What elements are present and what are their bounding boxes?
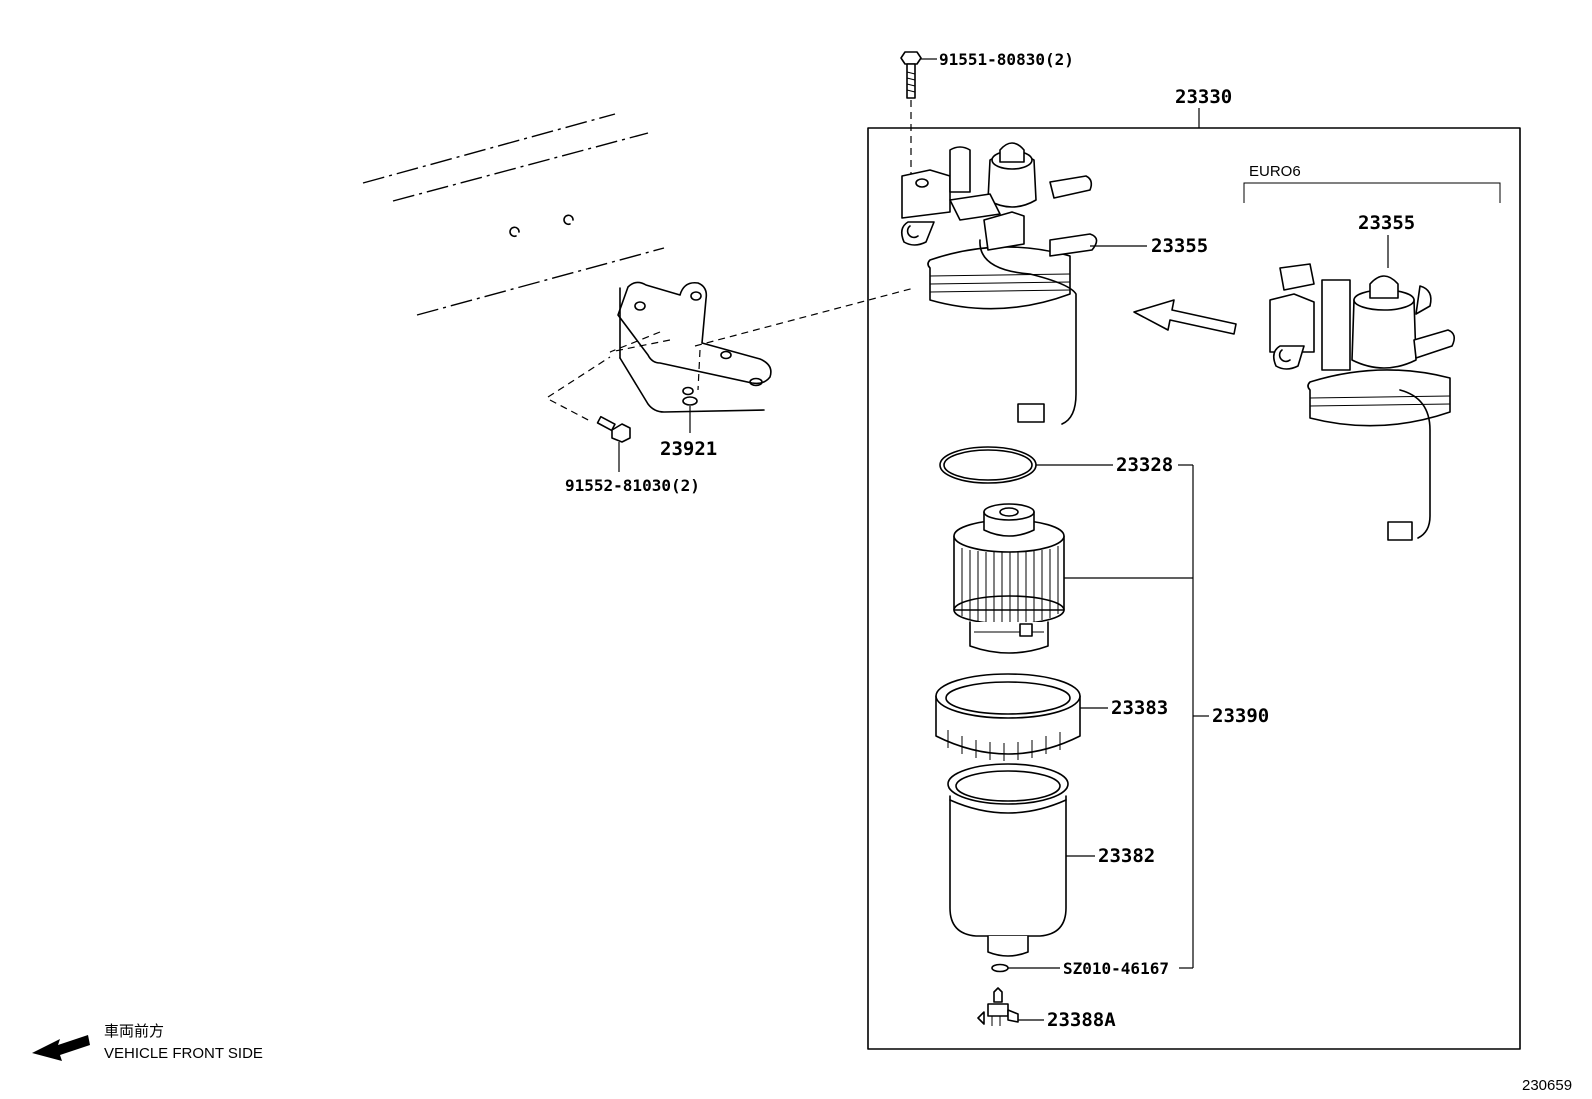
- filter-head-part-number: 23355: [1151, 235, 1208, 257]
- filter-head-euro6: [1269, 263, 1456, 541]
- vehicle-front-arrow-icon: [32, 1035, 90, 1061]
- lower-bolt: [596, 415, 631, 472]
- o-ring-part-number: 23328: [1116, 454, 1173, 476]
- filter-head-euro6-part-number: 23355: [1358, 212, 1415, 234]
- bracket-part-number: 23921: [660, 438, 717, 460]
- o-ring: [939, 446, 1037, 484]
- mounting-bracket: [617, 281, 772, 413]
- filter-element: [953, 503, 1065, 654]
- drain-gasket: [991, 963, 1009, 973]
- vehicle-front-label-jp: 車両前方: [104, 1023, 164, 1040]
- variant-label: EURO6: [1249, 163, 1301, 180]
- filter-head: [900, 142, 1098, 425]
- drain-plug-part-number: 23388A: [1047, 1009, 1116, 1031]
- variant-bracket-line: [1243, 182, 1501, 203]
- upper-bolt-part-number: 91551-80830(2): [939, 50, 1074, 69]
- assembly-part-number: 23330: [1175, 86, 1232, 108]
- assembly-frame: [867, 127, 1521, 1050]
- figure-id: 230659: [1522, 1077, 1572, 1094]
- retaining-ring-part-number: 23383: [1111, 697, 1168, 719]
- vehicle-frame-outline: [362, 113, 665, 316]
- lower-bolt-part-number: 91552-81030(2): [565, 476, 700, 495]
- filter-case: [947, 763, 1069, 957]
- case-part-number: 23382: [1098, 845, 1155, 867]
- element-kit-part-number: 23390: [1212, 705, 1269, 727]
- retaining-ring: [935, 673, 1081, 761]
- mounting-lines: [547, 287, 915, 423]
- drain-gasket-part-number: SZ010-46167: [1063, 959, 1169, 978]
- drain-plug: [977, 987, 1019, 1026]
- upper-bolt: [900, 51, 922, 180]
- variant-arrow: [1133, 299, 1237, 335]
- vehicle-front-label-en: VEHICLE FRONT SIDE: [104, 1045, 263, 1062]
